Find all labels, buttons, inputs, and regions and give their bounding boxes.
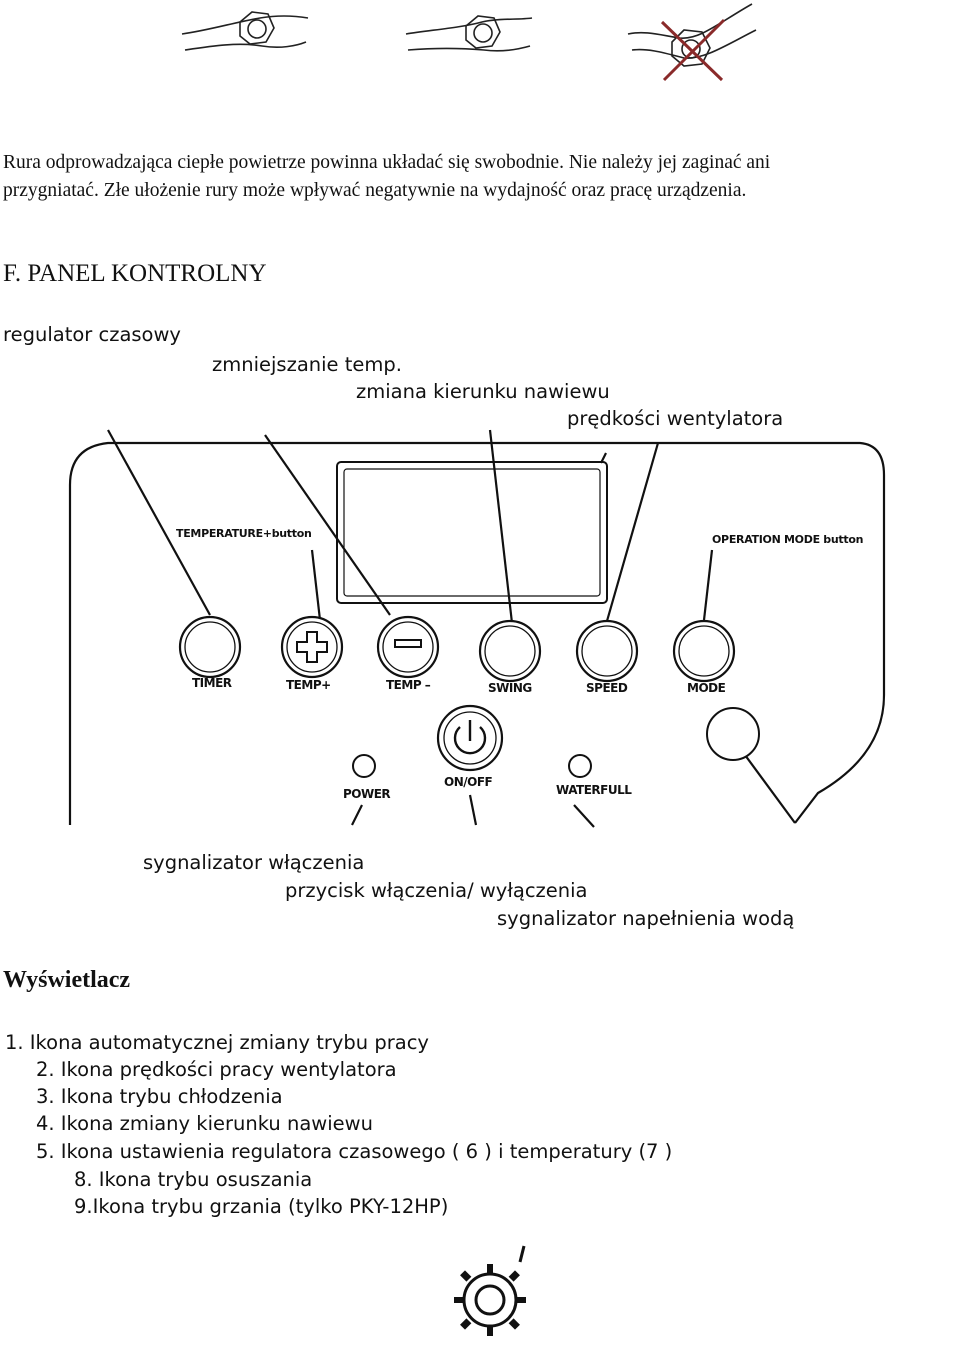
callout-swing: zmiana kierunku nawiewu bbox=[356, 380, 610, 403]
callout-timer: regulator czasowy bbox=[3, 323, 181, 346]
temp-plus-label: TEMP+ bbox=[286, 678, 331, 692]
hose-correct-icon-1 bbox=[181, 11, 309, 51]
callout-power-indicator: sygnalizator włączenia bbox=[143, 851, 365, 874]
fan-speed-icon bbox=[454, 1245, 526, 1336]
callout-onoff-button: przycisk włączenia/ wyłączenia bbox=[285, 879, 588, 902]
display-window bbox=[336, 461, 608, 604]
speed-label: SPEED bbox=[586, 681, 628, 695]
temperature-plus-label: TEMPERATURE+button bbox=[176, 527, 312, 540]
control-panel-diagram: TEMPERATURE+button OPERATION MODE button… bbox=[68, 429, 886, 828]
leader-lines bbox=[107, 429, 796, 828]
swing-label: SWING bbox=[488, 681, 532, 695]
power-label: POWER bbox=[343, 787, 390, 801]
hose-correct-icon-2 bbox=[405, 15, 533, 52]
waterfull-label: WATERFULL bbox=[556, 783, 632, 797]
display-item-4: 4. Ikona zmiany kierunku nawiewu bbox=[36, 1112, 373, 1135]
temp-minus-label: TEMP – bbox=[386, 678, 431, 692]
mode-button[interactable] bbox=[672, 619, 736, 683]
hose-illustrations bbox=[181, 3, 757, 82]
power-icon bbox=[453, 726, 487, 755]
display-item-1: 1. Ikona automatycznej zmiany trybu prac… bbox=[5, 1031, 429, 1054]
minus-icon bbox=[394, 639, 422, 648]
timer-button[interactable] bbox=[178, 615, 242, 679]
callout-speed: prędkości wentylatora bbox=[567, 407, 784, 430]
swing-button[interactable] bbox=[478, 619, 542, 683]
temp-minus-button[interactable] bbox=[376, 615, 440, 679]
mode-label: MODE bbox=[687, 681, 726, 695]
section-heading: F. PANEL KONTROLNY bbox=[3, 260, 267, 287]
display-window-inner bbox=[343, 468, 601, 597]
onoff-label: ON/OFF bbox=[444, 775, 493, 789]
display-item-9: 9.Ikona trybu grzania (tylko PKY-12HP) bbox=[74, 1195, 449, 1218]
plus-icon bbox=[296, 631, 328, 663]
waterfull-indicator-led bbox=[568, 754, 592, 778]
timer-label: TIMER bbox=[192, 676, 232, 690]
temp-plus-button[interactable] bbox=[280, 615, 344, 679]
display-item-2: 2. Ikona prędkości pracy wentylatora bbox=[36, 1058, 397, 1081]
panel-outline bbox=[68, 441, 886, 825]
onoff-button[interactable] bbox=[436, 704, 504, 772]
callout-water-indicator: sygnalizator napełnienia wodą bbox=[497, 907, 795, 930]
speed-button[interactable] bbox=[575, 619, 639, 683]
callout-temp-down: zmniejszanie temp. bbox=[212, 353, 402, 376]
power-indicator-led bbox=[352, 754, 376, 778]
operation-mode-label: OPERATION MODE button bbox=[712, 533, 863, 546]
display-item-3: 3. Ikona trybu chłodzenia bbox=[36, 1085, 283, 1108]
display-heading: Wyświetlacz bbox=[3, 967, 131, 993]
display-item-8: 8. Ikona trybu osuszania bbox=[74, 1168, 313, 1191]
display-item-5: 5. Ikona ustawienia regulatora czasowego… bbox=[36, 1140, 673, 1163]
intro-line-1: Rura odprowadzająca ciepłe powietrze pow… bbox=[3, 152, 771, 173]
hose-incorrect-icon bbox=[627, 3, 757, 82]
intro-line-2: przygniatać. Złe ułożenie rury może wpły… bbox=[3, 180, 747, 201]
ir-receiver bbox=[706, 707, 760, 761]
